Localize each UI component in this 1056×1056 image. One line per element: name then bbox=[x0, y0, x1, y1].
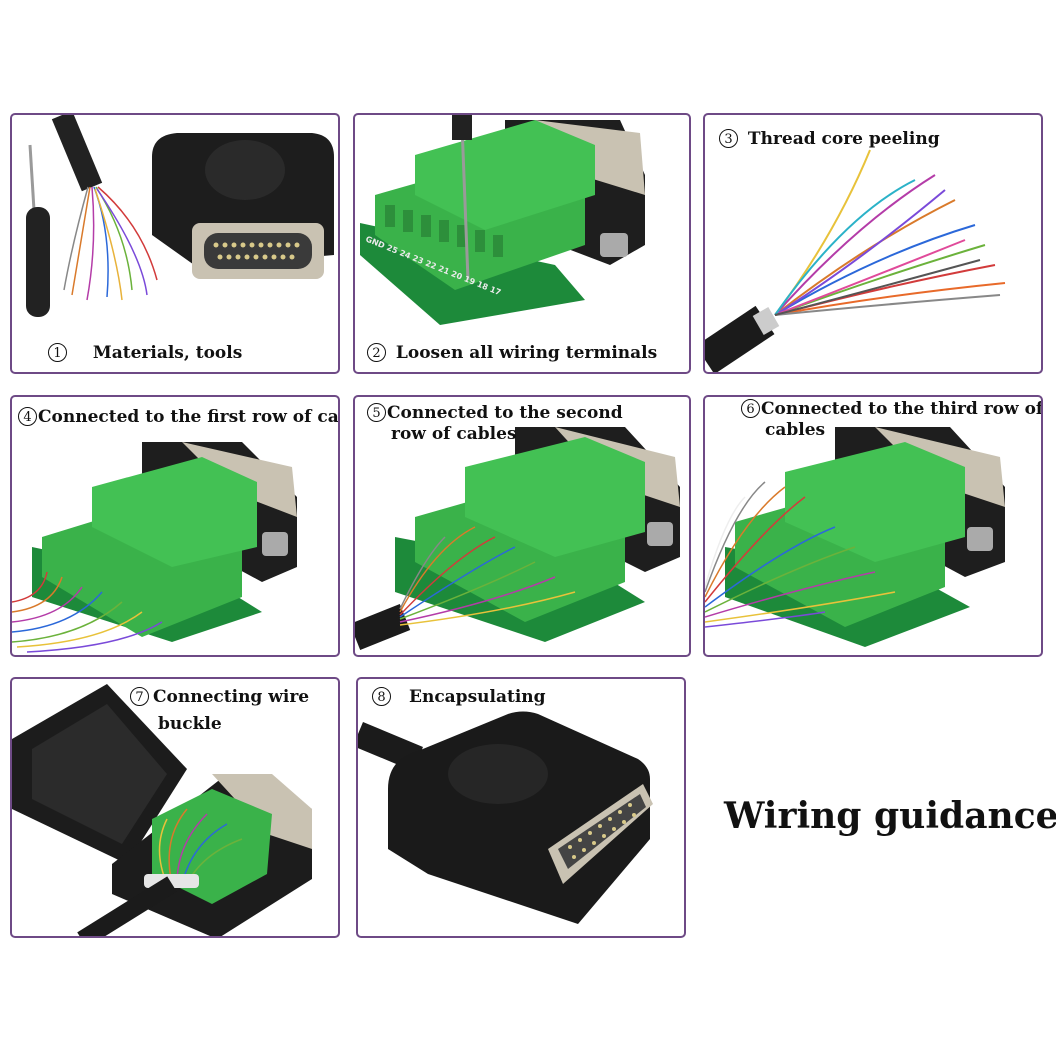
cable-icon bbox=[355, 604, 411, 650]
dsub-hood-icon bbox=[152, 133, 334, 279]
step-7-illustration bbox=[12, 684, 312, 936]
step-number-badge: 3 bbox=[719, 129, 738, 148]
cable-sleeve-icon bbox=[752, 306, 780, 336]
cable-icon bbox=[705, 305, 775, 372]
cable-icon bbox=[77, 876, 177, 936]
closed-hood-icon bbox=[388, 711, 650, 924]
step-label-line2: buckle bbox=[158, 714, 222, 734]
step-4-illustration bbox=[12, 442, 297, 653]
step-number-badge: 6 bbox=[741, 399, 760, 418]
step-8-caption: 8 Encapsulating bbox=[372, 687, 546, 708]
step-number-badge: 4 bbox=[18, 407, 37, 426]
cable-icon bbox=[51, 115, 103, 192]
attached-wires-icon bbox=[705, 481, 896, 628]
step-3-panel: 3 Thread core peeling bbox=[703, 113, 1043, 374]
terminal-block-icon bbox=[375, 120, 595, 290]
step-label: Encapsulating bbox=[409, 687, 546, 707]
step-3-illustration bbox=[705, 149, 1006, 372]
attached-wires-icon bbox=[399, 526, 576, 626]
step-1-illustration bbox=[26, 115, 334, 317]
step-label-line1: Connected to the third row of bbox=[761, 399, 1043, 419]
step-label: Thread core peeling bbox=[747, 129, 940, 149]
attached-wires-icon bbox=[12, 571, 163, 653]
step-3-caption: 3 Thread core peeling bbox=[719, 129, 940, 150]
step-number-badge: 7 bbox=[130, 687, 149, 706]
step-label: Loosen all wiring terminals bbox=[395, 343, 658, 363]
open-hood-lid-icon bbox=[12, 684, 187, 864]
step-2-panel: GND 25 24 23 22 21 20 19 18 17 2 Loosen … bbox=[353, 113, 691, 374]
screwdriver-shaft-icon bbox=[28, 144, 36, 211]
step-number-badge: 2 bbox=[367, 343, 386, 362]
terminal-block-icon bbox=[415, 437, 645, 622]
step-1-caption: 1 Materials, tools bbox=[48, 343, 242, 364]
step-number-badge: 8 bbox=[372, 687, 391, 706]
step-5-illustration bbox=[355, 427, 680, 650]
step-label: Materials, tools bbox=[92, 343, 243, 363]
terminal-screws-icon bbox=[385, 205, 503, 257]
stripped-wires-icon bbox=[774, 149, 1006, 316]
step-label: Connected to the first row of cables bbox=[38, 407, 339, 427]
step-number-badge: 1 bbox=[48, 343, 67, 362]
step-label-line1: Connected to the second bbox=[387, 403, 623, 423]
step-label-line2: cables bbox=[765, 420, 826, 440]
step-2-illustration: GND 25 24 23 22 21 20 19 18 17 bbox=[360, 115, 645, 325]
wiring-guidance-title: Wiring guidance bbox=[724, 795, 1056, 837]
screwdriver-icon bbox=[460, 124, 470, 281]
dsub-pins-icon bbox=[213, 242, 300, 260]
cable-wires-icon bbox=[63, 186, 158, 301]
step-2-caption: 2 Loosen all wiring terminals bbox=[367, 343, 657, 364]
step-label-line2: row of cables bbox=[391, 424, 517, 444]
terminal-block-icon bbox=[735, 442, 965, 627]
dsub-face-icon bbox=[548, 784, 653, 884]
step-1-panel: 1 Materials, tools bbox=[10, 113, 340, 374]
screwdriver-handle-icon bbox=[26, 207, 50, 317]
step-number-badge: 5 bbox=[367, 403, 386, 422]
step-6-illustration bbox=[705, 427, 1005, 647]
step-8-panel: 8 Encapsulating bbox=[356, 677, 686, 938]
step-8-illustration bbox=[358, 711, 653, 924]
step-label-line1: Connecting wire bbox=[153, 687, 310, 707]
dsub-pins-icon bbox=[568, 803, 636, 859]
